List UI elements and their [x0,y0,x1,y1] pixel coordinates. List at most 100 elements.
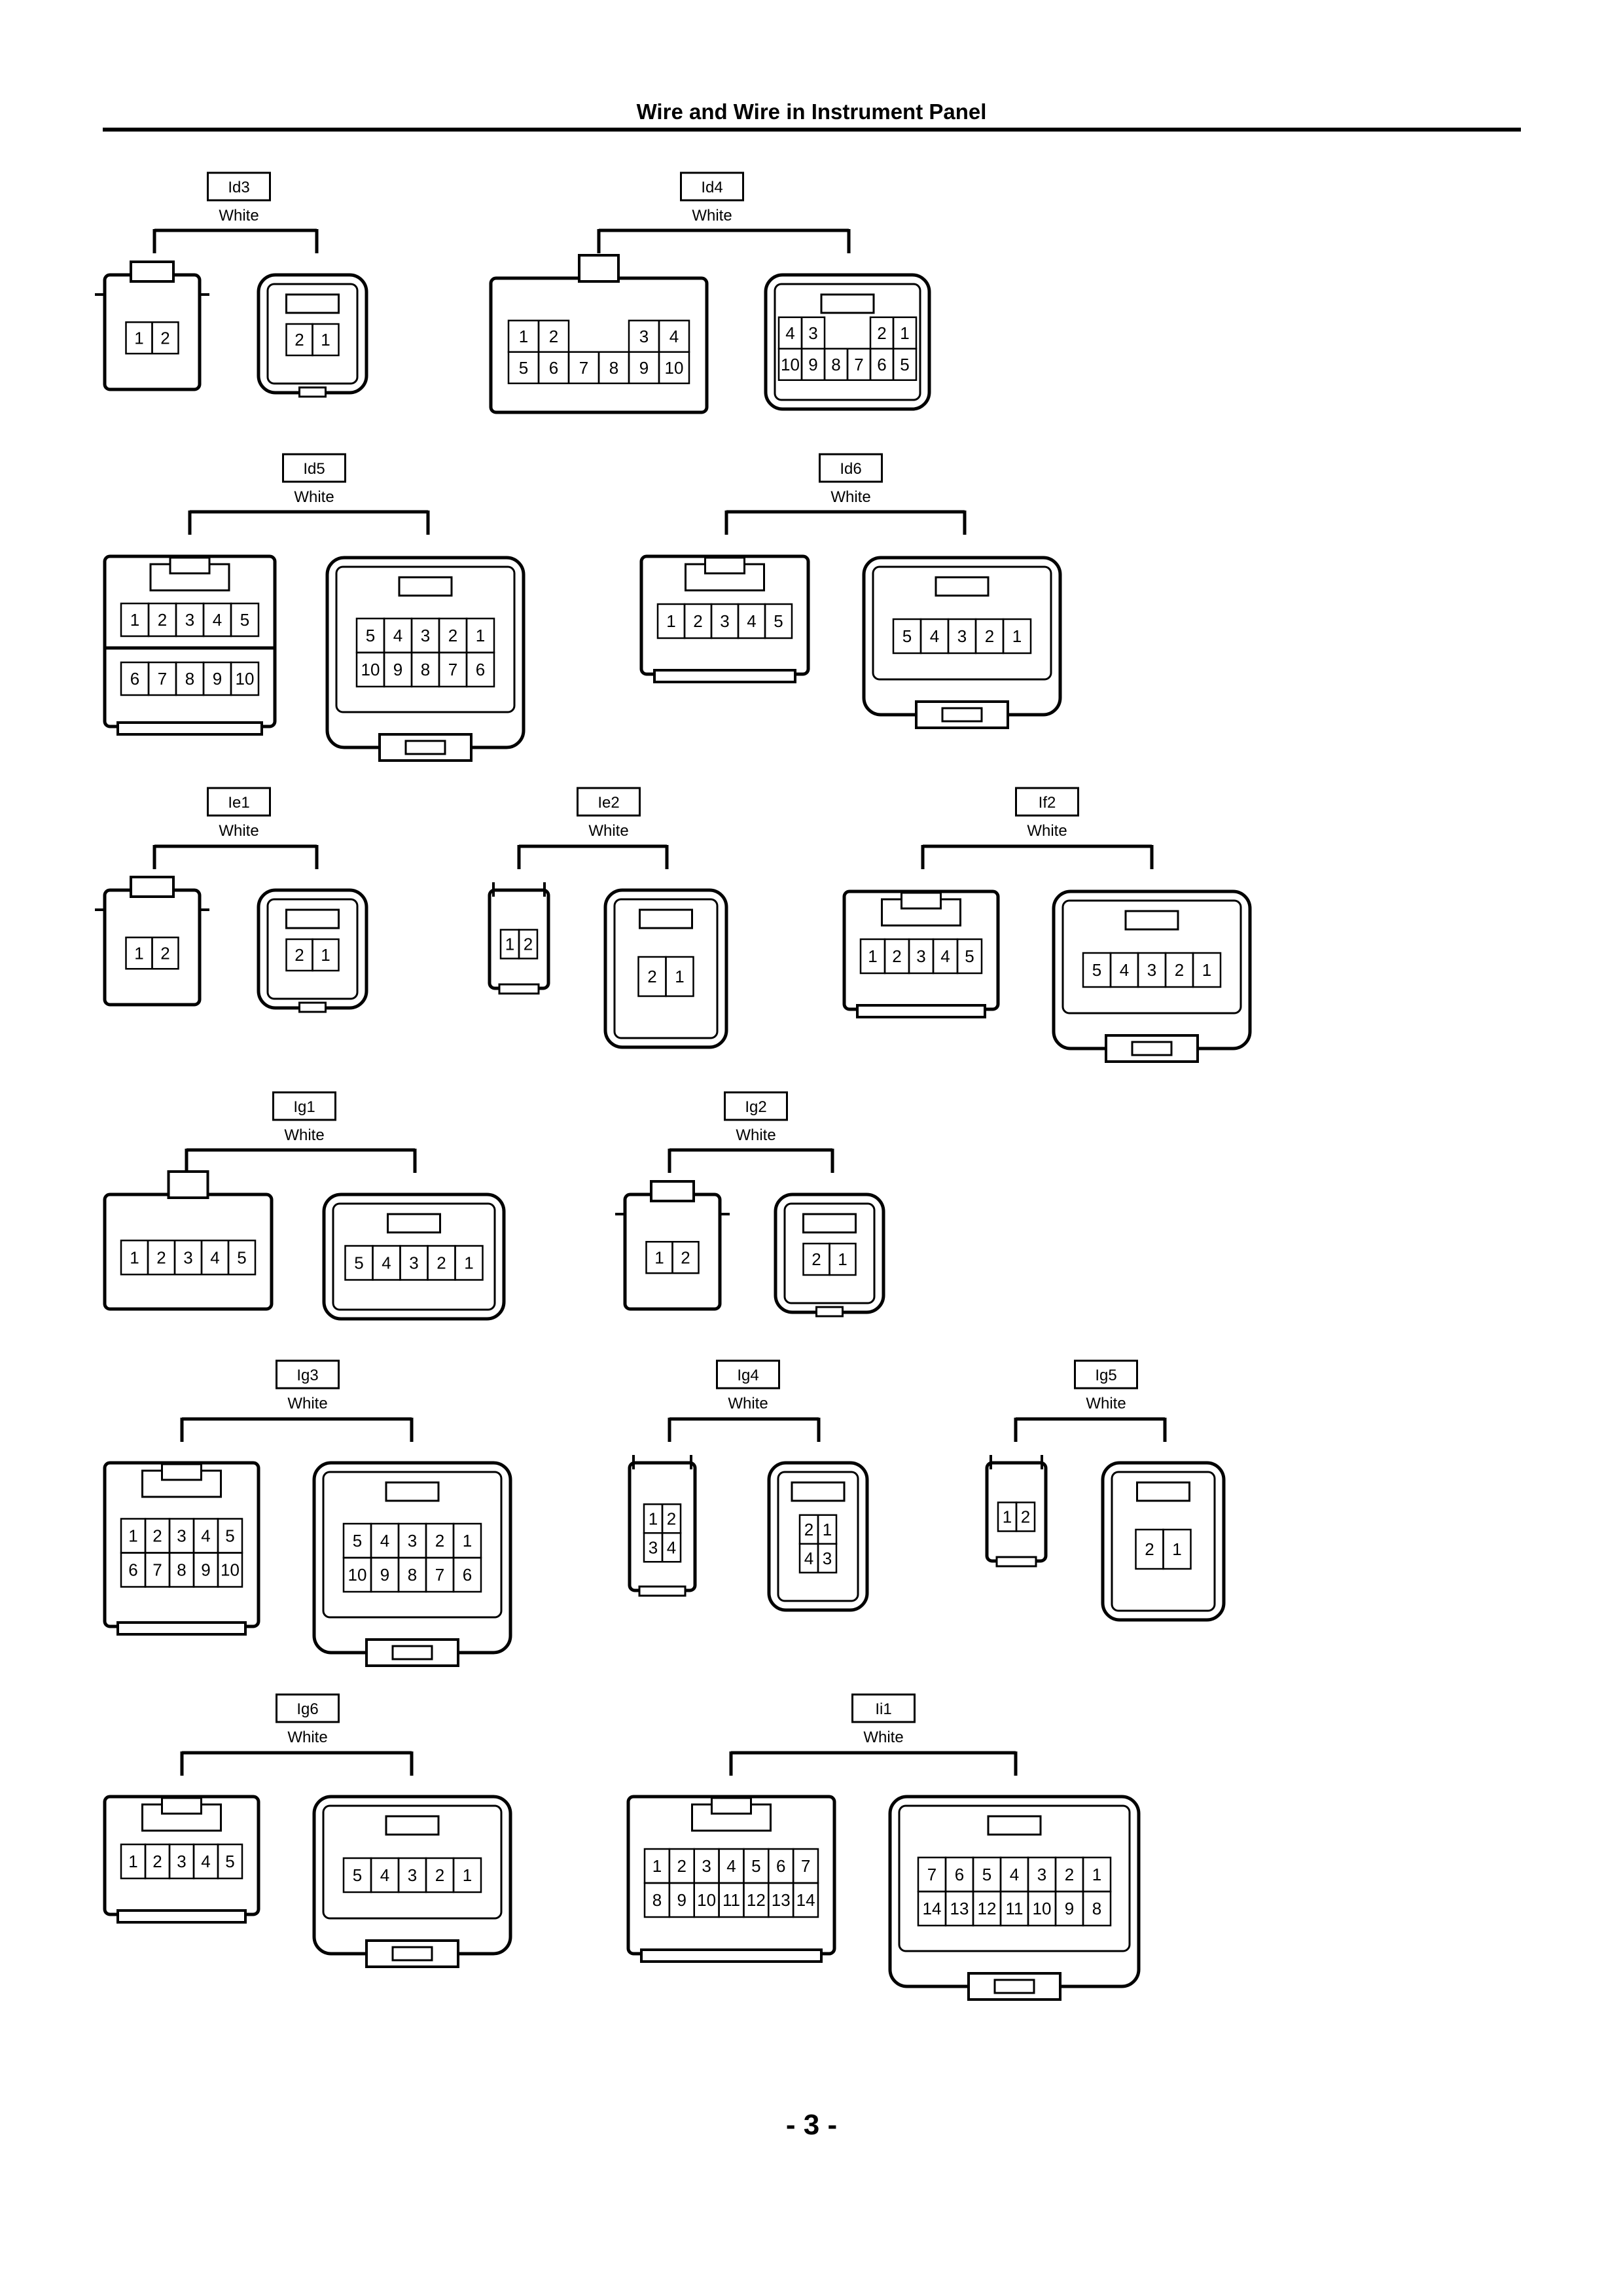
pin-number: 8 [609,358,618,378]
pin-number: 2 [647,967,656,986]
pin-number: 3 [183,1247,192,1267]
pin-number: 7 [854,355,863,374]
pin-number: 1 [463,1865,472,1885]
pin-number: 5 [240,610,249,630]
pin-number: 2 [524,935,533,954]
pin-number: 5 [353,1531,362,1551]
pin-cavity [1162,1528,1192,1570]
pin-number: 1 [463,1531,472,1551]
connector-id: Ig2 [745,1098,766,1116]
pin-number: 5 [751,1856,760,1876]
pin-cavity [217,1552,243,1588]
pin-cavity [312,323,340,357]
connector-color: White [294,488,334,506]
pin-number: 4 [382,1253,391,1273]
pin-number: 1 [128,1852,137,1871]
pin-number: 2 [812,1249,821,1269]
connector-color: White [1086,1395,1126,1412]
pin-number: 1 [900,323,909,343]
pin-number: 3 [408,1531,417,1551]
connector-color: White [219,822,259,840]
pin-cavity [312,938,340,972]
pin-cavity [151,321,179,355]
pin-number: 7 [435,1565,444,1585]
connector-id: Ig4 [737,1367,758,1384]
latch-tab [704,556,745,575]
pin-cavity [671,1241,700,1274]
pin-cavity [1002,618,1032,655]
pin-number: 2 [1021,1507,1030,1527]
pin-cavity [230,602,260,637]
pin-number: 3 [957,626,967,646]
pin-cavity [230,661,260,696]
header-rule [103,128,1521,132]
pin-number: 2 [437,1253,446,1273]
pin-cavity [661,1532,682,1563]
latch-tab [578,254,620,283]
pin-number: 1 [675,967,684,986]
pin-number: 5 [982,1865,991,1884]
latch-tab [650,1180,695,1202]
pin-number: 3 [702,1856,711,1876]
key-notch [815,1306,844,1318]
pin-number: 5 [519,358,528,378]
pin-number: 2 [294,330,304,350]
connector-color: White [219,207,259,224]
pin-cavity [956,938,983,975]
lock-window [820,293,875,314]
inner-frame [266,898,359,1000]
connector-color: White [692,207,732,224]
connector-id: Ig1 [293,1098,315,1116]
pin-number: 1 [1172,1539,1181,1559]
base-rail [653,669,796,683]
pin-number: 2 [681,1247,690,1267]
pin-number: 7 [448,660,457,679]
page-title: Wire and Wire in Instrument Panel [636,99,987,124]
connector-id: Ig6 [296,1700,318,1718]
connector-id: Ig3 [296,1367,318,1384]
pin-number: 6 [476,660,485,679]
inner-frame [898,1804,1131,1952]
pin-number: 5 [1092,960,1101,980]
pin-number: 3 [720,611,729,631]
pin-number: 3 [408,1865,417,1885]
pin-number: 1 [1202,960,1211,980]
inner-frame [1061,899,1242,1014]
pin-number: 2 [677,1856,687,1876]
pin-number: 4 [201,1526,210,1546]
receptacle-body [1101,1461,1226,1622]
pin-number: 10 [781,355,800,374]
connector-id-box [276,1693,340,1723]
pin-number: 9 [1065,1899,1074,1918]
receptacle-body [767,1461,869,1612]
pin-number: 2 [435,1531,444,1551]
lock-window [1124,910,1179,931]
pin-number: 4 [1010,1865,1019,1884]
pin-number: 8 [652,1890,662,1910]
bottom-latch [365,1638,459,1667]
pin-cavity [658,351,690,384]
connector-id-box [1074,1359,1138,1390]
pin-number: 3 [177,1852,186,1871]
connector-color: White [863,1729,903,1746]
pin-number: 4 [726,1856,736,1876]
pin-number: 9 [808,355,817,374]
pin-number: 10 [361,660,380,679]
lock-window [385,1815,440,1836]
lock-window [791,1481,846,1502]
pin-number: 8 [185,669,194,689]
bottom-latch [1105,1034,1199,1063]
lock-window [1136,1481,1190,1502]
pin-number: 6 [128,1560,137,1580]
connector-id-box [282,453,346,483]
pin-number: 8 [408,1565,417,1585]
connector-id-box [272,1091,336,1121]
pin-number: 4 [393,626,402,645]
pin-cavity [452,1857,482,1893]
